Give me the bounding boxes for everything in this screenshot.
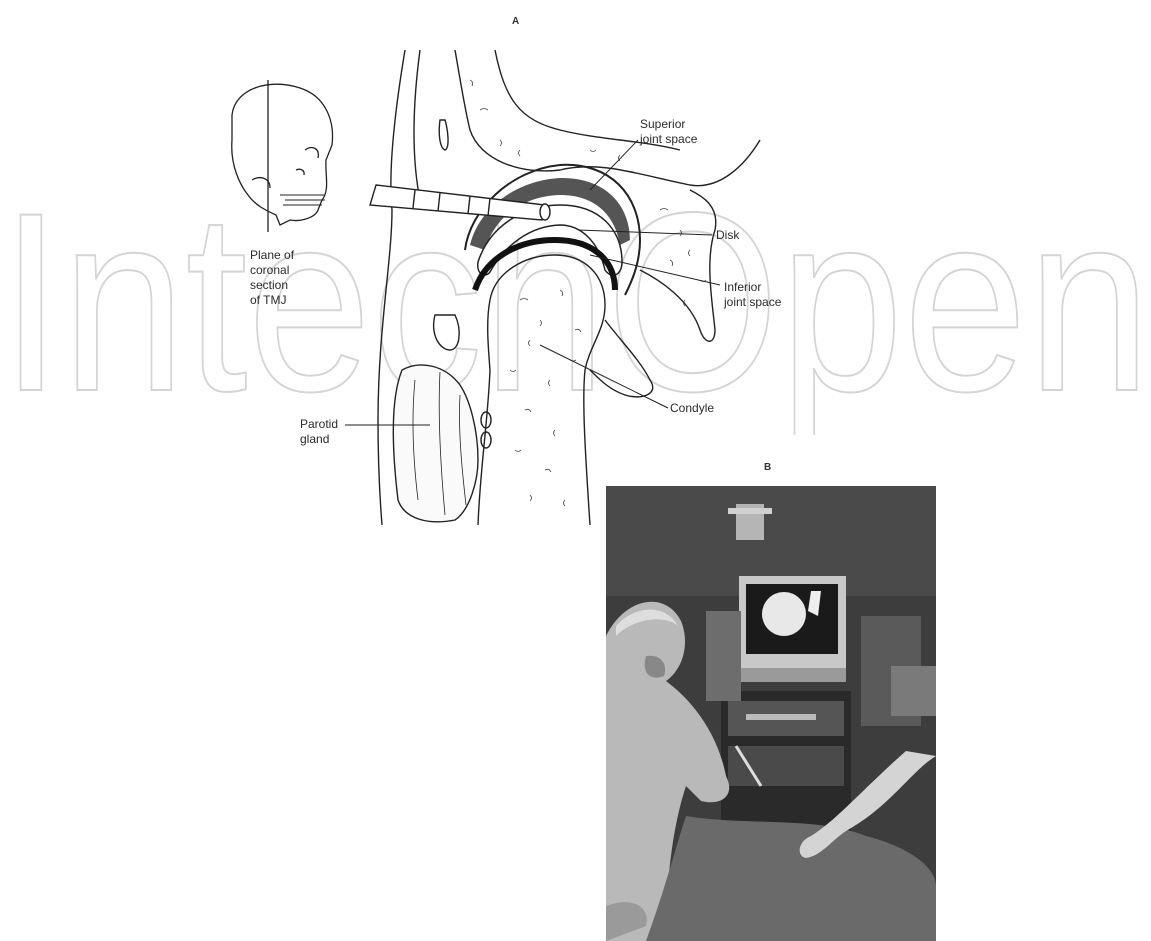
label-condyle: Condyle [670,401,714,416]
label-disk: Disk [716,228,739,243]
label-superior-joint-space: Superior joint space [640,117,697,147]
skull-icon [232,84,333,225]
tmj-anatomy [378,50,760,525]
operating-room-photo [606,486,936,941]
label-plane: Plane of coronal section of TMJ [250,248,294,308]
label-parotid-gland: Parotid gland [300,417,338,447]
operating-room-photo-icon [606,486,936,941]
label-inferior-joint-space: Inferior joint space [724,280,781,310]
